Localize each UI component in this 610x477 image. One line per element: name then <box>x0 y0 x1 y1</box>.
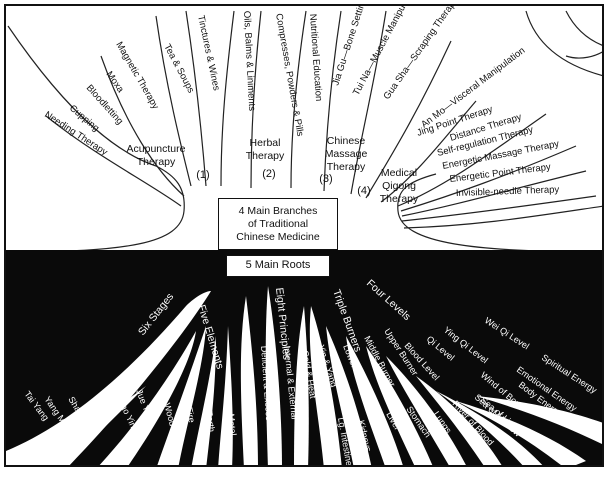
branch-name: Herbal <box>250 137 281 149</box>
branch-number: (2) <box>262 168 275 180</box>
root-item: Water <box>242 413 254 437</box>
branch-name: Therapy <box>327 161 366 173</box>
branch-massage-title: Chinese Massage Therapy (3) <box>319 135 367 185</box>
root-item: Earth <box>204 410 217 433</box>
branch-item: Magnetic Therapy <box>113 40 161 111</box>
trunk-outline <box>7 10 602 253</box>
branch-number: (1) <box>196 169 209 181</box>
branch-item: Oils, Balms & Liniments <box>241 11 257 112</box>
diagram-frame: Needing Therapy Cupping Bloodletting Mox… <box>4 4 604 467</box>
main-roots-label: 5 Main Roots <box>245 259 311 271</box>
branch-item: Compresses, Powders & Pills <box>273 13 306 138</box>
branch-name: Chinese <box>327 135 366 147</box>
branch-herbal-items: Tea & Soups Tinctures & Wines Oils, Balm… <box>161 11 324 138</box>
root-five-elements-items: Wood Fire Earth Metal Water <box>162 402 254 438</box>
branch-qigong-title: Medical Qigong Therapy (4) <box>357 167 419 205</box>
main-roots-box: 5 Main Roots <box>226 255 330 277</box>
tree-diagram: Needing Therapy Cupping Bloodletting Mox… <box>6 6 602 465</box>
root-item: Fire <box>184 406 197 423</box>
root-item: Metal <box>226 413 238 436</box>
root-gaps <box>6 286 602 465</box>
branch-number: (3) <box>319 173 332 185</box>
branch-massage-items: Jia Gu—Bone Setting Tui Na—Muscle Manipu… <box>330 6 527 130</box>
branch-name: Therapy <box>380 193 419 205</box>
branch-item: Invisible-needle Therapy <box>456 184 560 199</box>
branch-name: Qigong <box>382 180 416 192</box>
branch-item: Moxa <box>104 69 127 95</box>
branch-name: Medical <box>381 167 417 179</box>
main-title-line: Chinese Medicine <box>236 231 320 243</box>
branch-name: Massage <box>325 148 368 160</box>
branch-item: Nutritional Education <box>307 13 324 101</box>
main-title-line: of Traditional <box>247 218 309 230</box>
branch-name: Therapy <box>137 156 176 168</box>
branch-name: Acupuncture <box>127 143 186 155</box>
branch-name: Therapy <box>246 150 285 162</box>
branch-number: (4) <box>357 185 370 197</box>
main-branches-box: 4 Main Branches of Traditional Chinese M… <box>218 198 338 250</box>
branch-herbal-title: Herbal Therapy (2) <box>246 137 285 180</box>
branch-acupuncture-title: Acupuncture Therapy (1) <box>127 143 210 181</box>
branch-item: Tinctures & Wines <box>195 14 222 92</box>
main-title-line: 4 Main Branches <box>238 205 318 217</box>
